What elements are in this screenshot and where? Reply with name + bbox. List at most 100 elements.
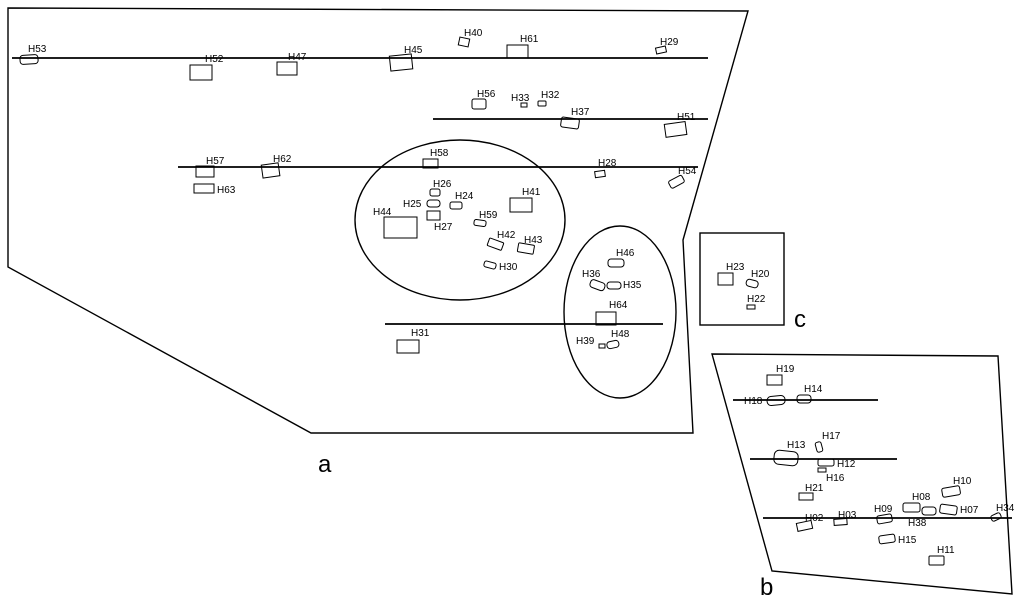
feature-H61: H61 (506, 34, 539, 59)
feature-H53: H53 (19, 44, 47, 65)
feature-H62: H62 (260, 154, 292, 179)
feature-label: H43 (524, 235, 543, 246)
feature-label: H61 (520, 34, 539, 45)
feature-H12: H12 (817, 458, 856, 470)
feature-label: H41 (522, 187, 541, 198)
feature-H16: H16 (817, 467, 845, 484)
panel-letter-c: c (794, 306, 806, 333)
feature-label: H63 (217, 185, 236, 196)
feature-H57: H57 (195, 156, 225, 178)
feature-H37: H37 (560, 107, 590, 130)
feature-H64: H64 (595, 300, 628, 326)
feature-H22: H22 (746, 294, 766, 310)
feature-H51: H51 (663, 112, 696, 138)
feature-H19: H19 (766, 364, 795, 386)
feature-label: H15 (898, 535, 917, 546)
feature-label: H54 (678, 166, 697, 177)
feature-label: H48 (611, 329, 630, 340)
feature-label: H18 (744, 396, 763, 407)
feature-H17: H17 (814, 431, 841, 453)
feature-H39: H39 (576, 336, 606, 349)
feature-H10: H10 (941, 476, 972, 498)
feature-label: H09 (874, 504, 893, 515)
feature-label: H07 (960, 505, 979, 516)
feature-H59: H59 (473, 210, 498, 228)
feature-label: H12 (837, 459, 856, 470)
feature-H13: H13 (773, 440, 806, 467)
feature-H43: H43 (516, 235, 543, 255)
feature-label: H02 (805, 513, 824, 524)
feature-label: H40 (464, 28, 483, 39)
panel-a-cluster-ellipse-1 (354, 139, 566, 301)
feature-H02: H02 (795, 513, 824, 532)
feature-label: H17 (822, 431, 841, 442)
feature-label: H39 (576, 336, 595, 347)
feature-H07: H07 (939, 503, 979, 516)
feature-H38: H38 (908, 506, 937, 529)
feature-H26: H26 (429, 179, 452, 197)
feature-H47: H47 (276, 52, 307, 76)
feature-label: H57 (206, 156, 225, 167)
feature-H42: H42 (486, 230, 516, 251)
feature-label: H42 (497, 230, 516, 241)
feature-label: H52 (205, 54, 224, 65)
feature-label: H26 (433, 179, 452, 190)
panel-a-outline (7, 7, 749, 434)
feature-H15: H15 (878, 533, 917, 546)
feature-H18: H18 (744, 394, 786, 407)
feature-H33: H33 (511, 93, 530, 108)
feature-H54: H54 (668, 166, 697, 189)
panel-letter-b: b (760, 574, 773, 599)
feature-label: H46 (616, 248, 635, 259)
feature-label: H58 (430, 148, 449, 159)
feature-label: H32 (541, 90, 560, 101)
feature-H08: H08 (902, 492, 931, 513)
feature-H35: H35 (606, 280, 642, 291)
feature-label: H53 (28, 44, 47, 55)
feature-H44: H44 (373, 207, 418, 239)
feature-label: H45 (404, 45, 423, 56)
feature-H20: H20 (745, 269, 770, 289)
feature-label: H33 (511, 93, 530, 104)
feature-label: H28 (598, 158, 617, 169)
feature-H41: H41 (509, 187, 541, 213)
panel-letter-a: a (318, 451, 332, 478)
feature-H36: H36 (582, 269, 606, 292)
feature-H31: H31 (396, 328, 430, 354)
feature-label: H38 (908, 518, 927, 529)
panel-a-cluster-ellipse-2 (563, 225, 677, 399)
feature-label: H19 (776, 364, 795, 375)
feature-H24: H24 (449, 191, 474, 210)
feature-H27: H27 (426, 210, 453, 233)
feature-label: H16 (826, 473, 845, 484)
feature-label: H34 (996, 503, 1015, 514)
feature-H03: H03 (833, 510, 857, 526)
feature-label: H03 (838, 510, 857, 521)
feature-label: H56 (477, 89, 496, 100)
feature-label: H51 (677, 112, 696, 123)
feature-H25: H25 (403, 199, 441, 210)
feature-H45: H45 (388, 45, 423, 72)
feature-H32: H32 (537, 90, 560, 107)
feature-H28: H28 (594, 158, 617, 179)
feature-label: H36 (582, 269, 601, 280)
feature-label: H30 (499, 262, 518, 273)
feature-label: H44 (373, 207, 392, 218)
feature-H52: H52 (189, 54, 224, 81)
feature-label: H62 (273, 154, 292, 165)
feature-label: H25 (403, 199, 422, 210)
feature-label: H35 (623, 280, 642, 291)
feature-H48: H48 (606, 329, 630, 350)
feature-label: H27 (434, 222, 453, 233)
feature-H40: H40 (457, 28, 483, 48)
feature-H14: H14 (796, 384, 823, 404)
feature-label: H21 (805, 483, 824, 494)
feature-label: H31 (411, 328, 430, 339)
panel-b-outline (711, 353, 1013, 595)
feature-H11: H11 (928, 545, 955, 566)
feature-H09: H09 (874, 504, 893, 525)
feature-label: H24 (455, 191, 474, 202)
feature-label: H20 (751, 269, 770, 280)
feature-H30: H30 (483, 260, 518, 273)
